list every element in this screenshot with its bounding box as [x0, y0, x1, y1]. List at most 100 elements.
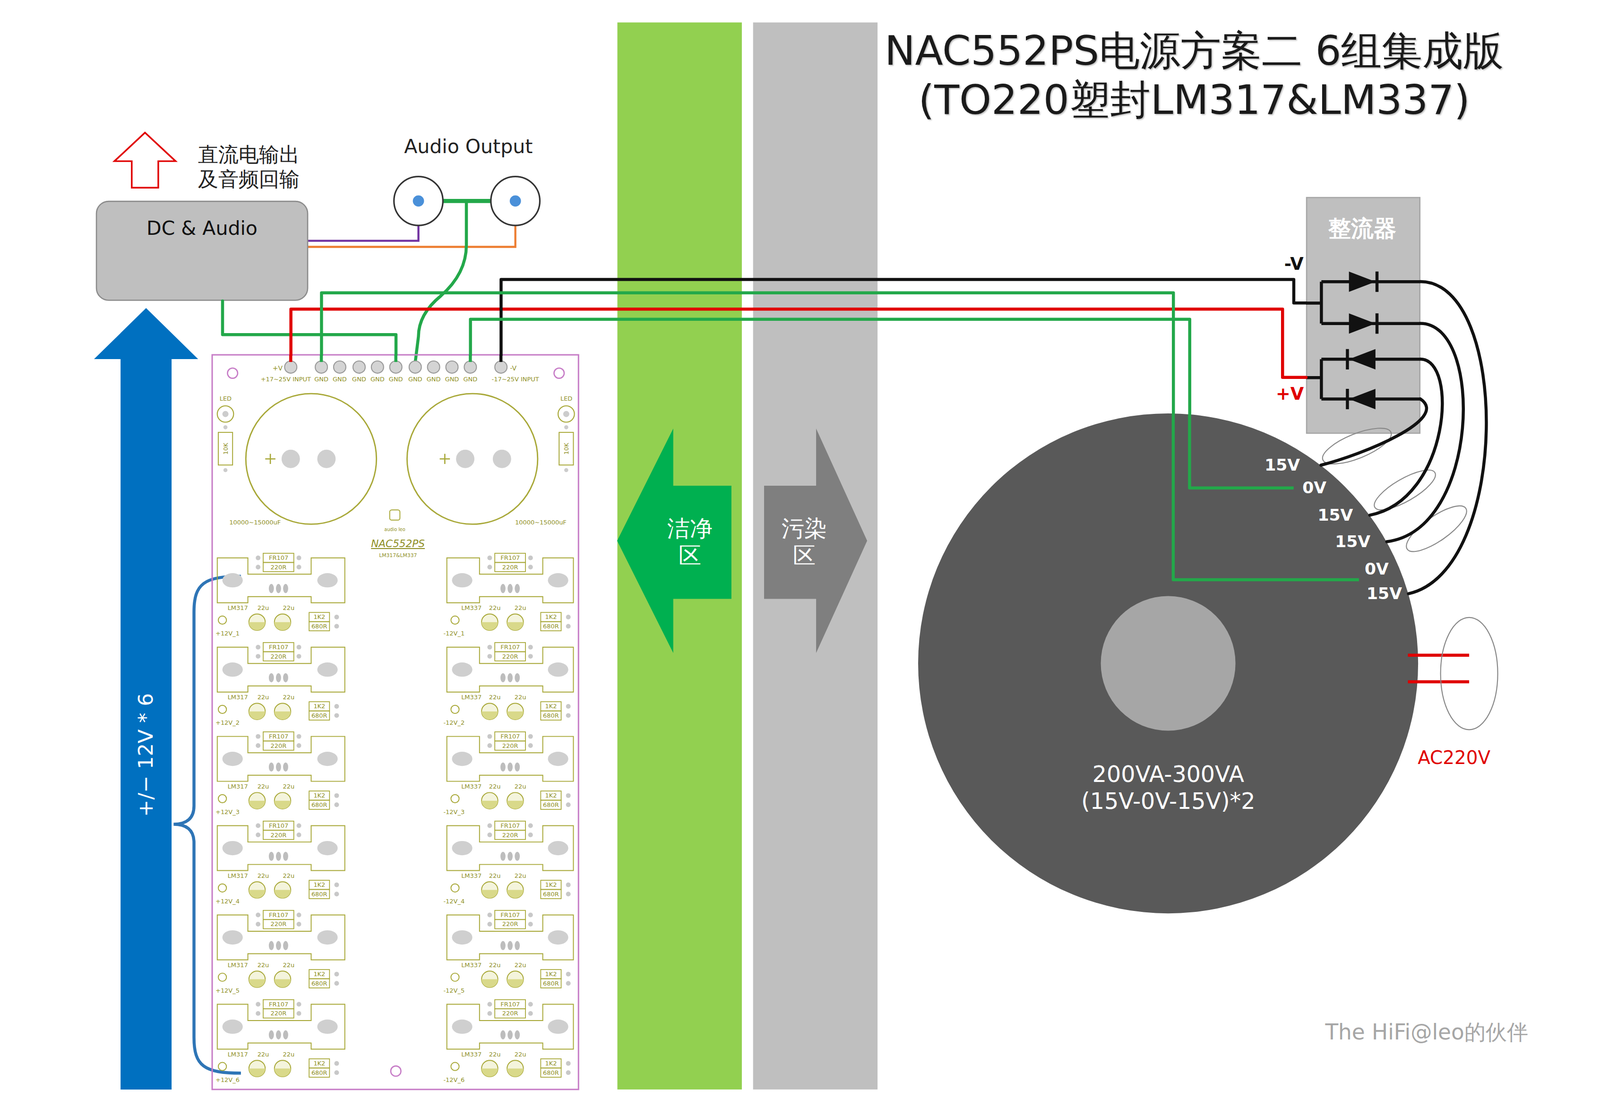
text-holder: 220R: [501, 653, 520, 661]
label-text: 0V: [1302, 478, 1327, 498]
solder-pad: [566, 713, 571, 719]
resistor-footprint: [540, 970, 561, 980]
text-holder: FR107: [267, 732, 290, 741]
capacitor-footprint: [274, 1060, 292, 1078]
text-holder: +12V_2: [214, 719, 241, 727]
solder-pad: [487, 654, 493, 660]
to220-pin: [283, 851, 289, 861]
capacitor-polarity: [249, 890, 266, 899]
label-text: 220R: [269, 831, 288, 840]
to220-pin: [514, 1030, 520, 1040]
to220-pin: [268, 851, 275, 861]
text-holder: 680R: [310, 890, 329, 899]
label-text: 1K2: [544, 1059, 559, 1068]
solder-pad: [334, 704, 340, 709]
resistor-footprint: [309, 889, 330, 899]
text-holder: 220R: [269, 563, 288, 572]
text-holder: 22u: [256, 961, 271, 970]
solder-pad: [528, 1011, 534, 1016]
output-pad: [450, 884, 459, 893]
text-holder: 22u: [256, 1050, 271, 1059]
resistor-footprint: [559, 432, 574, 466]
label-text: 680R: [541, 980, 560, 988]
to220-pin: [268, 1030, 275, 1040]
resistor-footprint: [494, 830, 526, 840]
mount-pad: [222, 573, 243, 588]
output-pad: [218, 973, 227, 982]
label-text: 220R: [269, 563, 288, 572]
solder-pad: [487, 1011, 493, 1016]
input-terminal: [464, 361, 477, 374]
diode-symbol: [1349, 313, 1376, 334]
capacitor-footprint: [249, 1060, 266, 1078]
solder-pad: [334, 793, 340, 799]
label-text: 22u: [282, 604, 296, 612]
label-text: -12V_2: [442, 719, 466, 727]
solder-pad: [487, 1002, 493, 1007]
resistor-footprint: [540, 889, 561, 899]
solder-pad: [296, 654, 302, 660]
capacitor-polarity: [481, 1068, 499, 1077]
diode-footprint: [494, 999, 526, 1009]
label-text: GND: [387, 375, 405, 384]
text-holder: FR107: [267, 643, 290, 652]
twist-mark: [1369, 462, 1441, 517]
capacitor-footprint: [507, 1060, 524, 1078]
text-holder: 0V: [1364, 559, 1389, 579]
resistor-footprint: [540, 702, 561, 712]
solder-pad: [334, 1061, 340, 1067]
text-holder: 680R: [310, 980, 329, 988]
wire-connector: [1320, 398, 1427, 465]
text-holder: 1K2: [312, 702, 327, 711]
text-holder: audio leo: [383, 526, 407, 533]
capacitor-polarity: [274, 800, 292, 809]
label-text: 22u: [513, 872, 528, 880]
label-text: 22u: [488, 961, 502, 970]
solder-pad: [255, 565, 261, 570]
capacitor-footprint: [249, 792, 266, 810]
label-text: GND: [331, 375, 348, 384]
solder-pad: [255, 823, 261, 829]
text-holder: FR107: [499, 1000, 521, 1009]
mount-pad: [222, 841, 243, 856]
label-text: LM317: [226, 782, 250, 791]
label-text: FR107: [499, 1000, 521, 1009]
text-holder: 15V: [1317, 505, 1353, 525]
pcb-outline: [212, 354, 579, 1090]
dirty-band: [753, 22, 878, 1090]
solder-pad: [528, 654, 534, 660]
led-pad: [222, 411, 229, 418]
polarity-mark: [265, 454, 276, 465]
text-holder: 22u: [513, 693, 528, 702]
input-terminal: [352, 361, 366, 374]
text-holder: NAC552PS电源方案二 6组集成版 (TO220塑封LM317&LM337): [839, 26, 1549, 125]
label-text: LM337: [460, 872, 483, 880]
clean-zone-arrow: 洁净 区: [617, 428, 732, 654]
capacitor-polarity: [274, 622, 292, 631]
capacitor-footprint: [507, 614, 524, 631]
diode-bar: [1345, 388, 1349, 410]
text-holder: LM317: [226, 872, 250, 880]
node-outline: [95, 200, 309, 302]
diode-footprint: [263, 910, 294, 920]
text-holder: LM317: [226, 1050, 250, 1059]
capacitor-footprint: [249, 971, 266, 989]
text-holder: Audio Output: [404, 135, 533, 159]
resistor-footprint: [309, 880, 330, 890]
capacitor-polarity: [274, 711, 292, 720]
solder-pad: [296, 912, 302, 918]
label-text: 22u: [256, 693, 271, 702]
wire-connector: [1386, 323, 1464, 542]
label-text: 22u: [282, 782, 296, 791]
solder-pad: [487, 833, 493, 838]
text-holder: 220R: [501, 831, 520, 840]
text-holder: FR107: [499, 911, 521, 920]
label-text: +12V_6: [214, 1076, 241, 1084]
solder-pad: [528, 645, 534, 650]
label-text: LM337: [460, 961, 483, 970]
resistor-footprint: [494, 920, 526, 930]
rca-jack: [490, 176, 541, 226]
solder-pad: [334, 882, 340, 888]
text-holder: 22u: [488, 782, 502, 791]
